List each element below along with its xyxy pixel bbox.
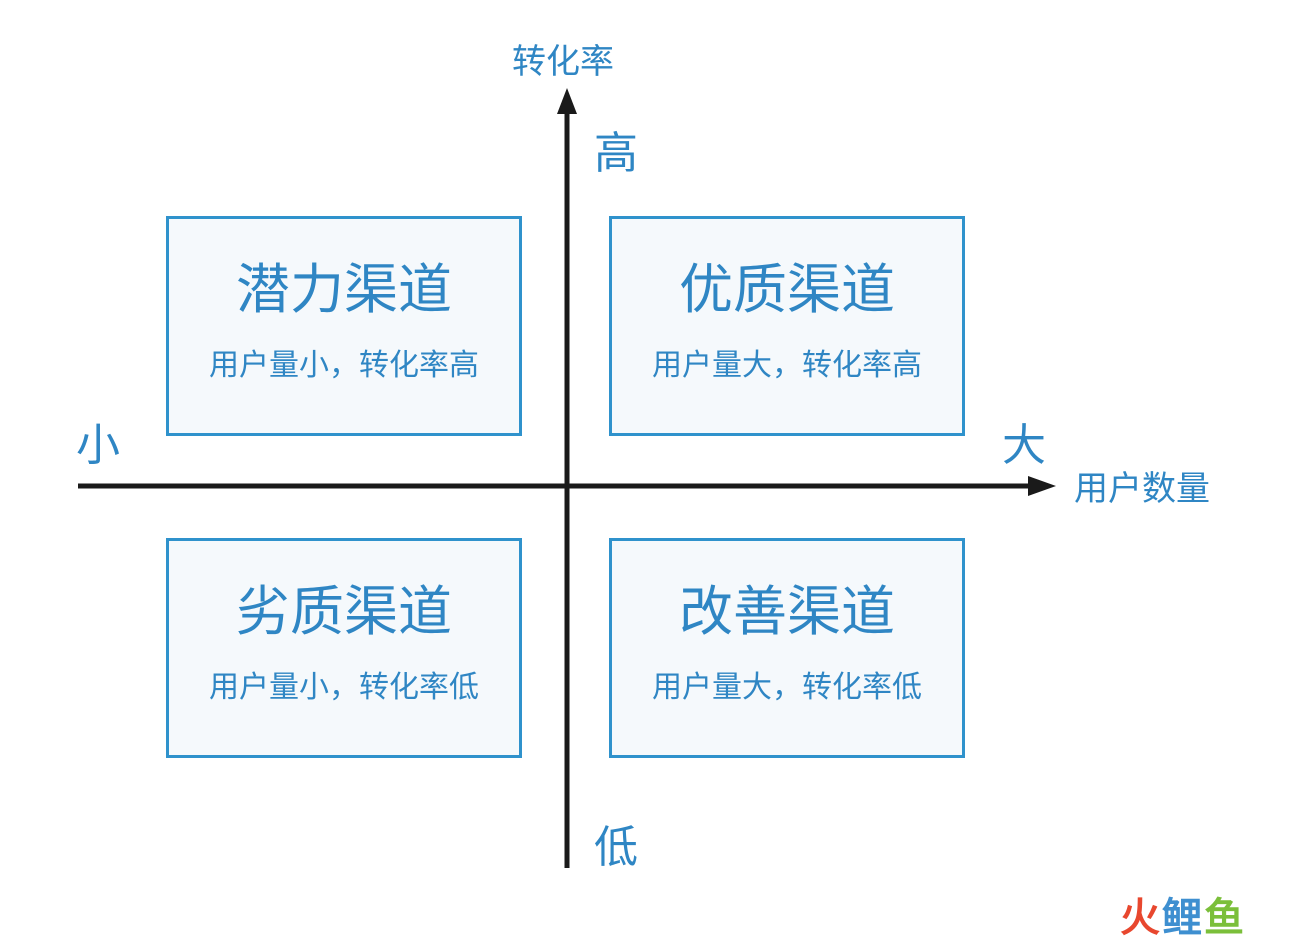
quadrant-description: 用户量小，转化率低 [209,670,479,705]
quadrant-title: 劣质渠道 [236,580,452,643]
watermark-part: 鲤 [1162,895,1204,941]
quadrant-potential-channel: 潜力渠道 用户量小，转化率高 [166,216,522,436]
watermark-part: 鱼 [1204,895,1246,941]
y-axis-low-label: 低 [594,822,638,873]
quadrant-description: 用户量小，转化率高 [209,348,479,383]
quadrant-quality-channel: 优质渠道 用户量大，转化率高 [609,216,965,436]
watermark-logo: 火鲤鱼 [1120,898,1246,938]
watermark-part: 火 [1120,895,1162,941]
quadrant-description: 用户量大，转化率高 [652,348,922,383]
y-axis-arrowhead [557,88,577,114]
x-axis-large-label: 大 [1002,420,1046,471]
x-axis-arrowhead [1028,476,1056,496]
y-axis-high-label: 高 [594,128,638,179]
quadrant-title: 优质渠道 [679,258,895,321]
x-axis-title: 用户数量 [1074,469,1210,509]
quadrant-poor-channel: 劣质渠道 用户量小，转化率低 [166,538,522,758]
x-axis-small-label: 小 [76,420,120,471]
quadrant-title: 潜力渠道 [236,258,452,321]
quadrant-improve-channel: 改善渠道 用户量大，转化率低 [609,538,965,758]
quadrant-description: 用户量大，转化率低 [652,670,922,705]
quadrant-title: 改善渠道 [679,580,895,643]
y-axis-title: 转化率 [512,42,614,82]
